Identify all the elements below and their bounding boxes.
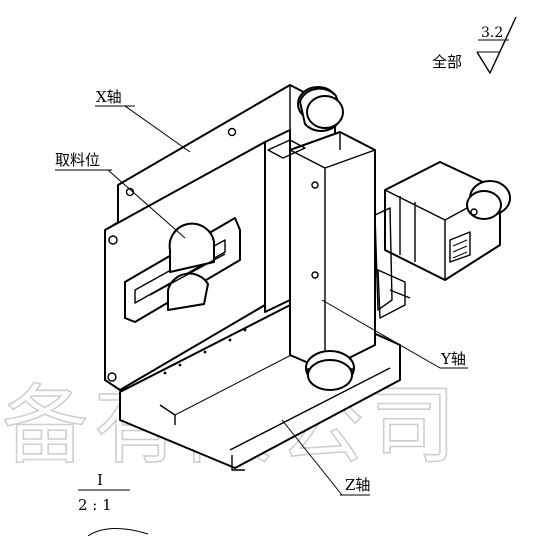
pick-slot [124, 217, 241, 323]
callout-y-axis: Y轴 [321, 299, 468, 369]
y-axis-column [267, 131, 376, 371]
detail-view-label: I [97, 471, 103, 489]
callout-pick-position: 取料位 [55, 151, 186, 239]
label-x-axis: X轴 [96, 88, 122, 106]
bolt-icon [108, 235, 118, 245]
callout-x-axis: X轴 [95, 88, 191, 153]
z-motor-knob [305, 350, 355, 391]
bolt-icon [227, 127, 237, 137]
bolt-icon [470, 208, 478, 216]
detail-scale-ratio: 2 : 1 [78, 496, 112, 514]
surface-finish-scope: 全部 [432, 53, 462, 71]
bolt-icon [311, 271, 319, 279]
callout-z-axis: Z轴 [281, 419, 370, 496]
detail-scale: I 2 : 1 [78, 471, 149, 537]
label-y-axis: Y轴 [440, 350, 466, 368]
surface-finish-value: 3.2 [481, 25, 503, 41]
hole-row [163, 328, 247, 375]
x-motor-knob [297, 86, 344, 132]
stepper-motor [374, 161, 511, 319]
label-z-axis: Z轴 [345, 476, 370, 494]
label-pick-position: 取料位 [55, 151, 100, 169]
bolt-icon [107, 372, 117, 382]
bolt-icon [311, 181, 319, 189]
surface-finish-symbol: 3.2 全部 [432, 16, 517, 74]
